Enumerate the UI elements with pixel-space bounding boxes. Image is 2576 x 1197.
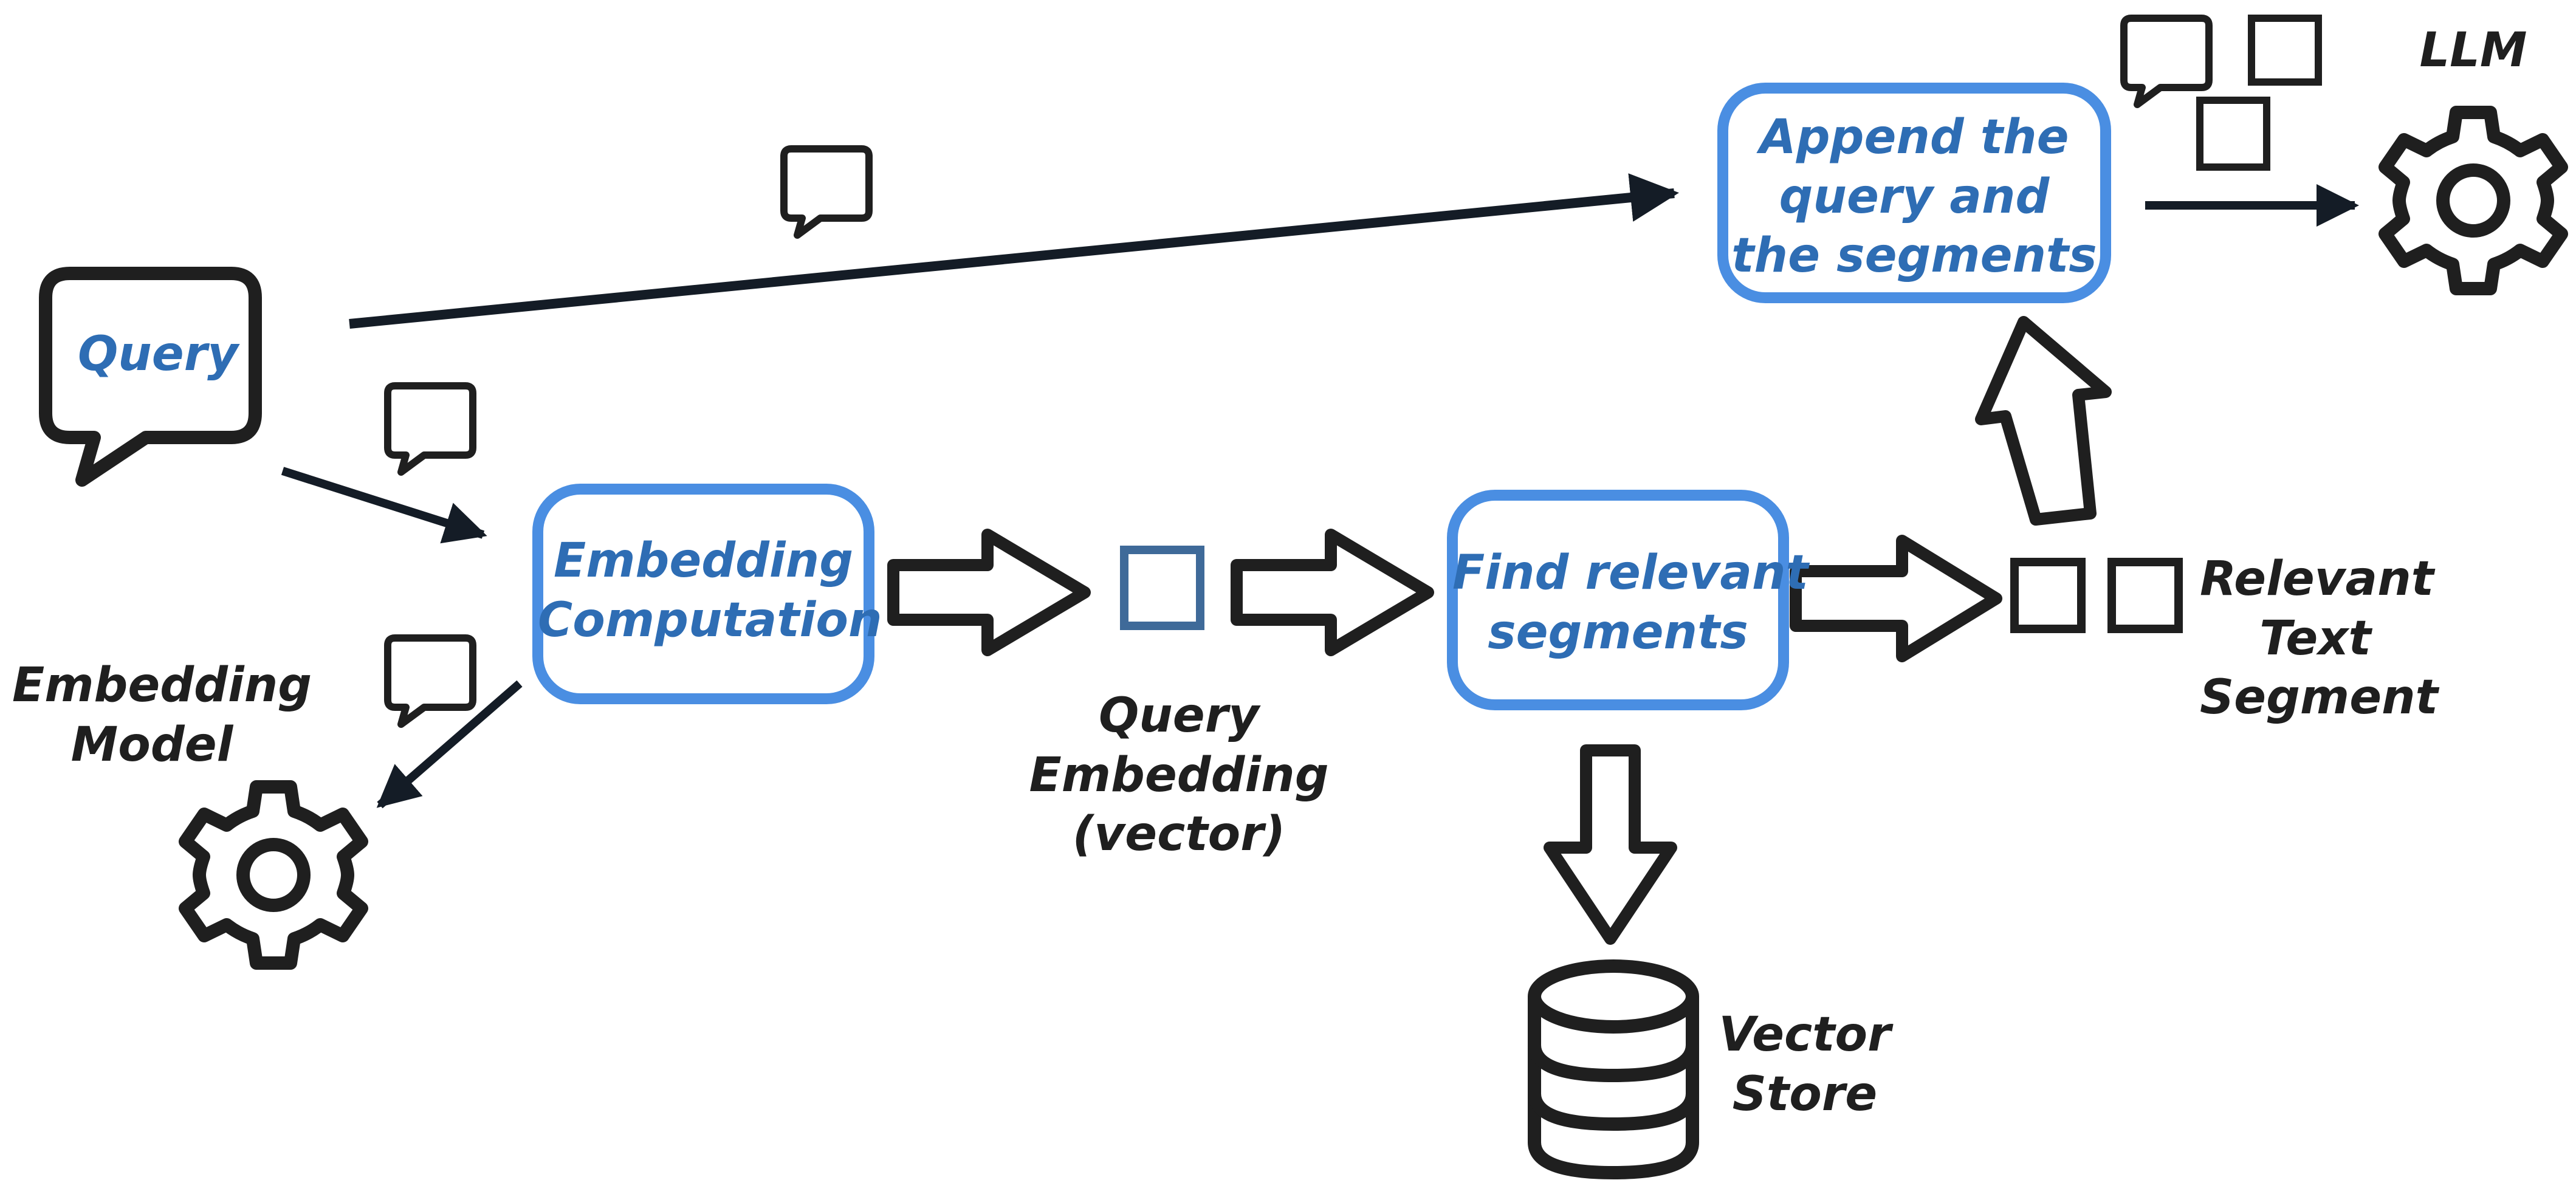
relevant-text-segment-line1: Relevant: [2200, 552, 2434, 606]
find-relevant-segments-line1: Find relevant: [1452, 546, 1808, 600]
chat-icon-llm-input: [2120, 15, 2213, 108]
llm-label: LLM: [2400, 21, 2546, 81]
query-embedding-label: Query Embedding (vector): [1021, 687, 1337, 865]
vector-store-line2: Store: [1732, 1066, 1878, 1122]
embedding-computation-box: [532, 484, 874, 704]
chat-icon-low: [384, 634, 476, 728]
query-label-text: Query: [77, 327, 239, 382]
llm-gear-icon: [2379, 106, 2568, 295]
query-bubble: [39, 267, 262, 487]
append-line1: Append the: [1759, 110, 2069, 165]
block-arrow-find-to-segments: [1790, 535, 2002, 662]
relevant-text-segment-label: Relevant Text Segment: [2200, 550, 2438, 728]
embedding-model-line1: Embedding: [12, 658, 312, 713]
query-label: Query: [73, 325, 243, 385]
relevant-segment-square-2: [2107, 558, 2183, 633]
block-arrow-find-to-store: [1544, 744, 1677, 945]
gear-icon: [179, 780, 368, 970]
block-arrow-segments-to-append: [1975, 316, 2112, 526]
block-arrow-embedding-to-vector: [887, 529, 1091, 656]
find-relevant-segments-line2: segments: [1488, 605, 1748, 660]
database-icon: [1528, 959, 1699, 1180]
query-embedding-vector-icon: [1120, 546, 1204, 630]
embedding-model-label: Embedding Model: [12, 656, 312, 775]
query-embedding-line2: Embedding: [1029, 747, 1329, 803]
vector-store-line1: Vector: [1719, 1007, 1891, 1062]
llm-label-text: LLM: [2419, 23, 2527, 78]
arrow-query-to-embedding: [281, 467, 487, 544]
block-arrow-vector-to-find: [1231, 529, 1434, 656]
append-label: Append the query and the segments: [1723, 108, 2106, 286]
embedding-computation-label: Embedding Computation: [538, 532, 882, 650]
query-embedding-line1: Query: [1098, 688, 1260, 743]
chat-icon-mid: [384, 382, 476, 476]
relevant-text-segment-line3: Segment: [2200, 670, 2438, 725]
embedding-computation-line1: Embedding: [553, 533, 854, 588]
embedding-model-line2: Model: [70, 717, 233, 772]
arrow-query-to-append: [349, 173, 1679, 329]
relevant-segment-square-1: [2010, 558, 2086, 633]
find-relevant-segments-label: Find relevant segments: [1452, 544, 1808, 662]
find-relevant-segments-box: [1447, 490, 1789, 710]
append-line3: the segments: [1731, 228, 2097, 283]
relevant-text-segment-line2: Text: [2259, 611, 2371, 666]
vector-store-label: Vector Store: [1714, 1006, 1896, 1124]
query-embedding-line3: (vector): [1072, 807, 1286, 862]
arrow-embedding-to-model: [376, 680, 523, 809]
embedding-computation-line2: Computation: [538, 592, 882, 648]
append-line2: query and: [1779, 169, 2050, 224]
chat-icon-top: [780, 145, 873, 239]
segment-square-top-a: [2248, 15, 2322, 86]
append-query-segments-box: [1717, 83, 2111, 303]
segment-square-top-b: [2196, 97, 2270, 171]
